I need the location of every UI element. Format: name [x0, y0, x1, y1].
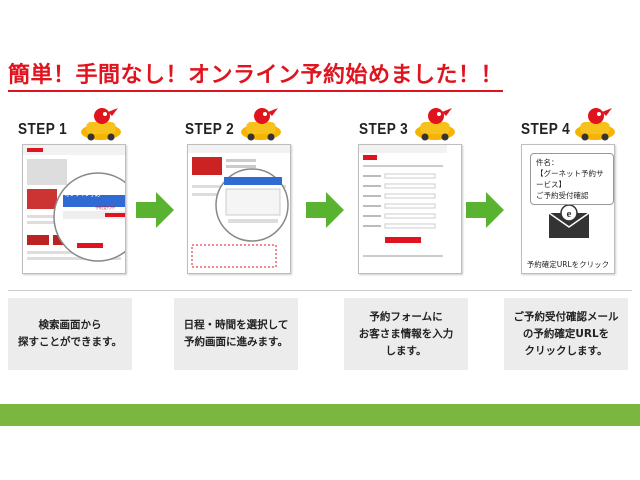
mascot-car-icon [415, 108, 455, 141]
reservation-form-thumbnail [359, 145, 447, 257]
online-booking-badge: オンライン予約 [65, 192, 101, 198]
step-4-screenshot: 件名： 【グーネット予約サービス】 ご予約受付確認 e 予約確定URLをクリック [521, 144, 615, 274]
step-3-label: STEP 3 [359, 121, 409, 138]
confirmation-mail-preview: 件名： 【グーネット予約サービス】 ご予約受付確認 [530, 153, 614, 205]
right-arrow-icon [466, 192, 504, 228]
right-arrow-icon [136, 192, 174, 228]
step-3-description: 予約フォームに お客さま情報を入力 します。 [344, 298, 468, 370]
step-1-screenshot: オンライン予約 予約受付中 [22, 144, 126, 274]
booking-open-button: 予約受付中 [95, 205, 115, 210]
confirm-url-link[interactable]: 予約確定URLをクリック [526, 260, 610, 269]
divider [8, 290, 632, 291]
step-3-screenshot [358, 144, 462, 274]
schedule-page-thumbnail [188, 145, 290, 268]
svg-text:e: e [567, 208, 572, 220]
step-1-label: STEP 1 [18, 121, 68, 138]
mascot-car-icon [81, 108, 121, 141]
right-arrow-icon [306, 192, 344, 228]
mascot-car-icon [241, 108, 281, 141]
step-1-description: 検索画面から 探すことができます。 [8, 298, 132, 370]
step-2-description: 日程・時間を選択して 予約画面に進みます。 [174, 298, 298, 370]
mail-envelope-icon: e [548, 205, 590, 238]
footer-bar [0, 404, 640, 426]
step-4-label: STEP 4 [521, 121, 571, 138]
page-title: 簡単！手間なし！オンライン予約始めました！！ [8, 62, 504, 92]
step-2-label: STEP 2 [185, 121, 235, 138]
step-4-description: ご予約受付確認メール の予約確定URLを クリックします。 [504, 298, 628, 370]
step-2-screenshot [187, 144, 291, 274]
mascot-car-icon [575, 108, 615, 141]
search-page-thumbnail [23, 145, 125, 262]
